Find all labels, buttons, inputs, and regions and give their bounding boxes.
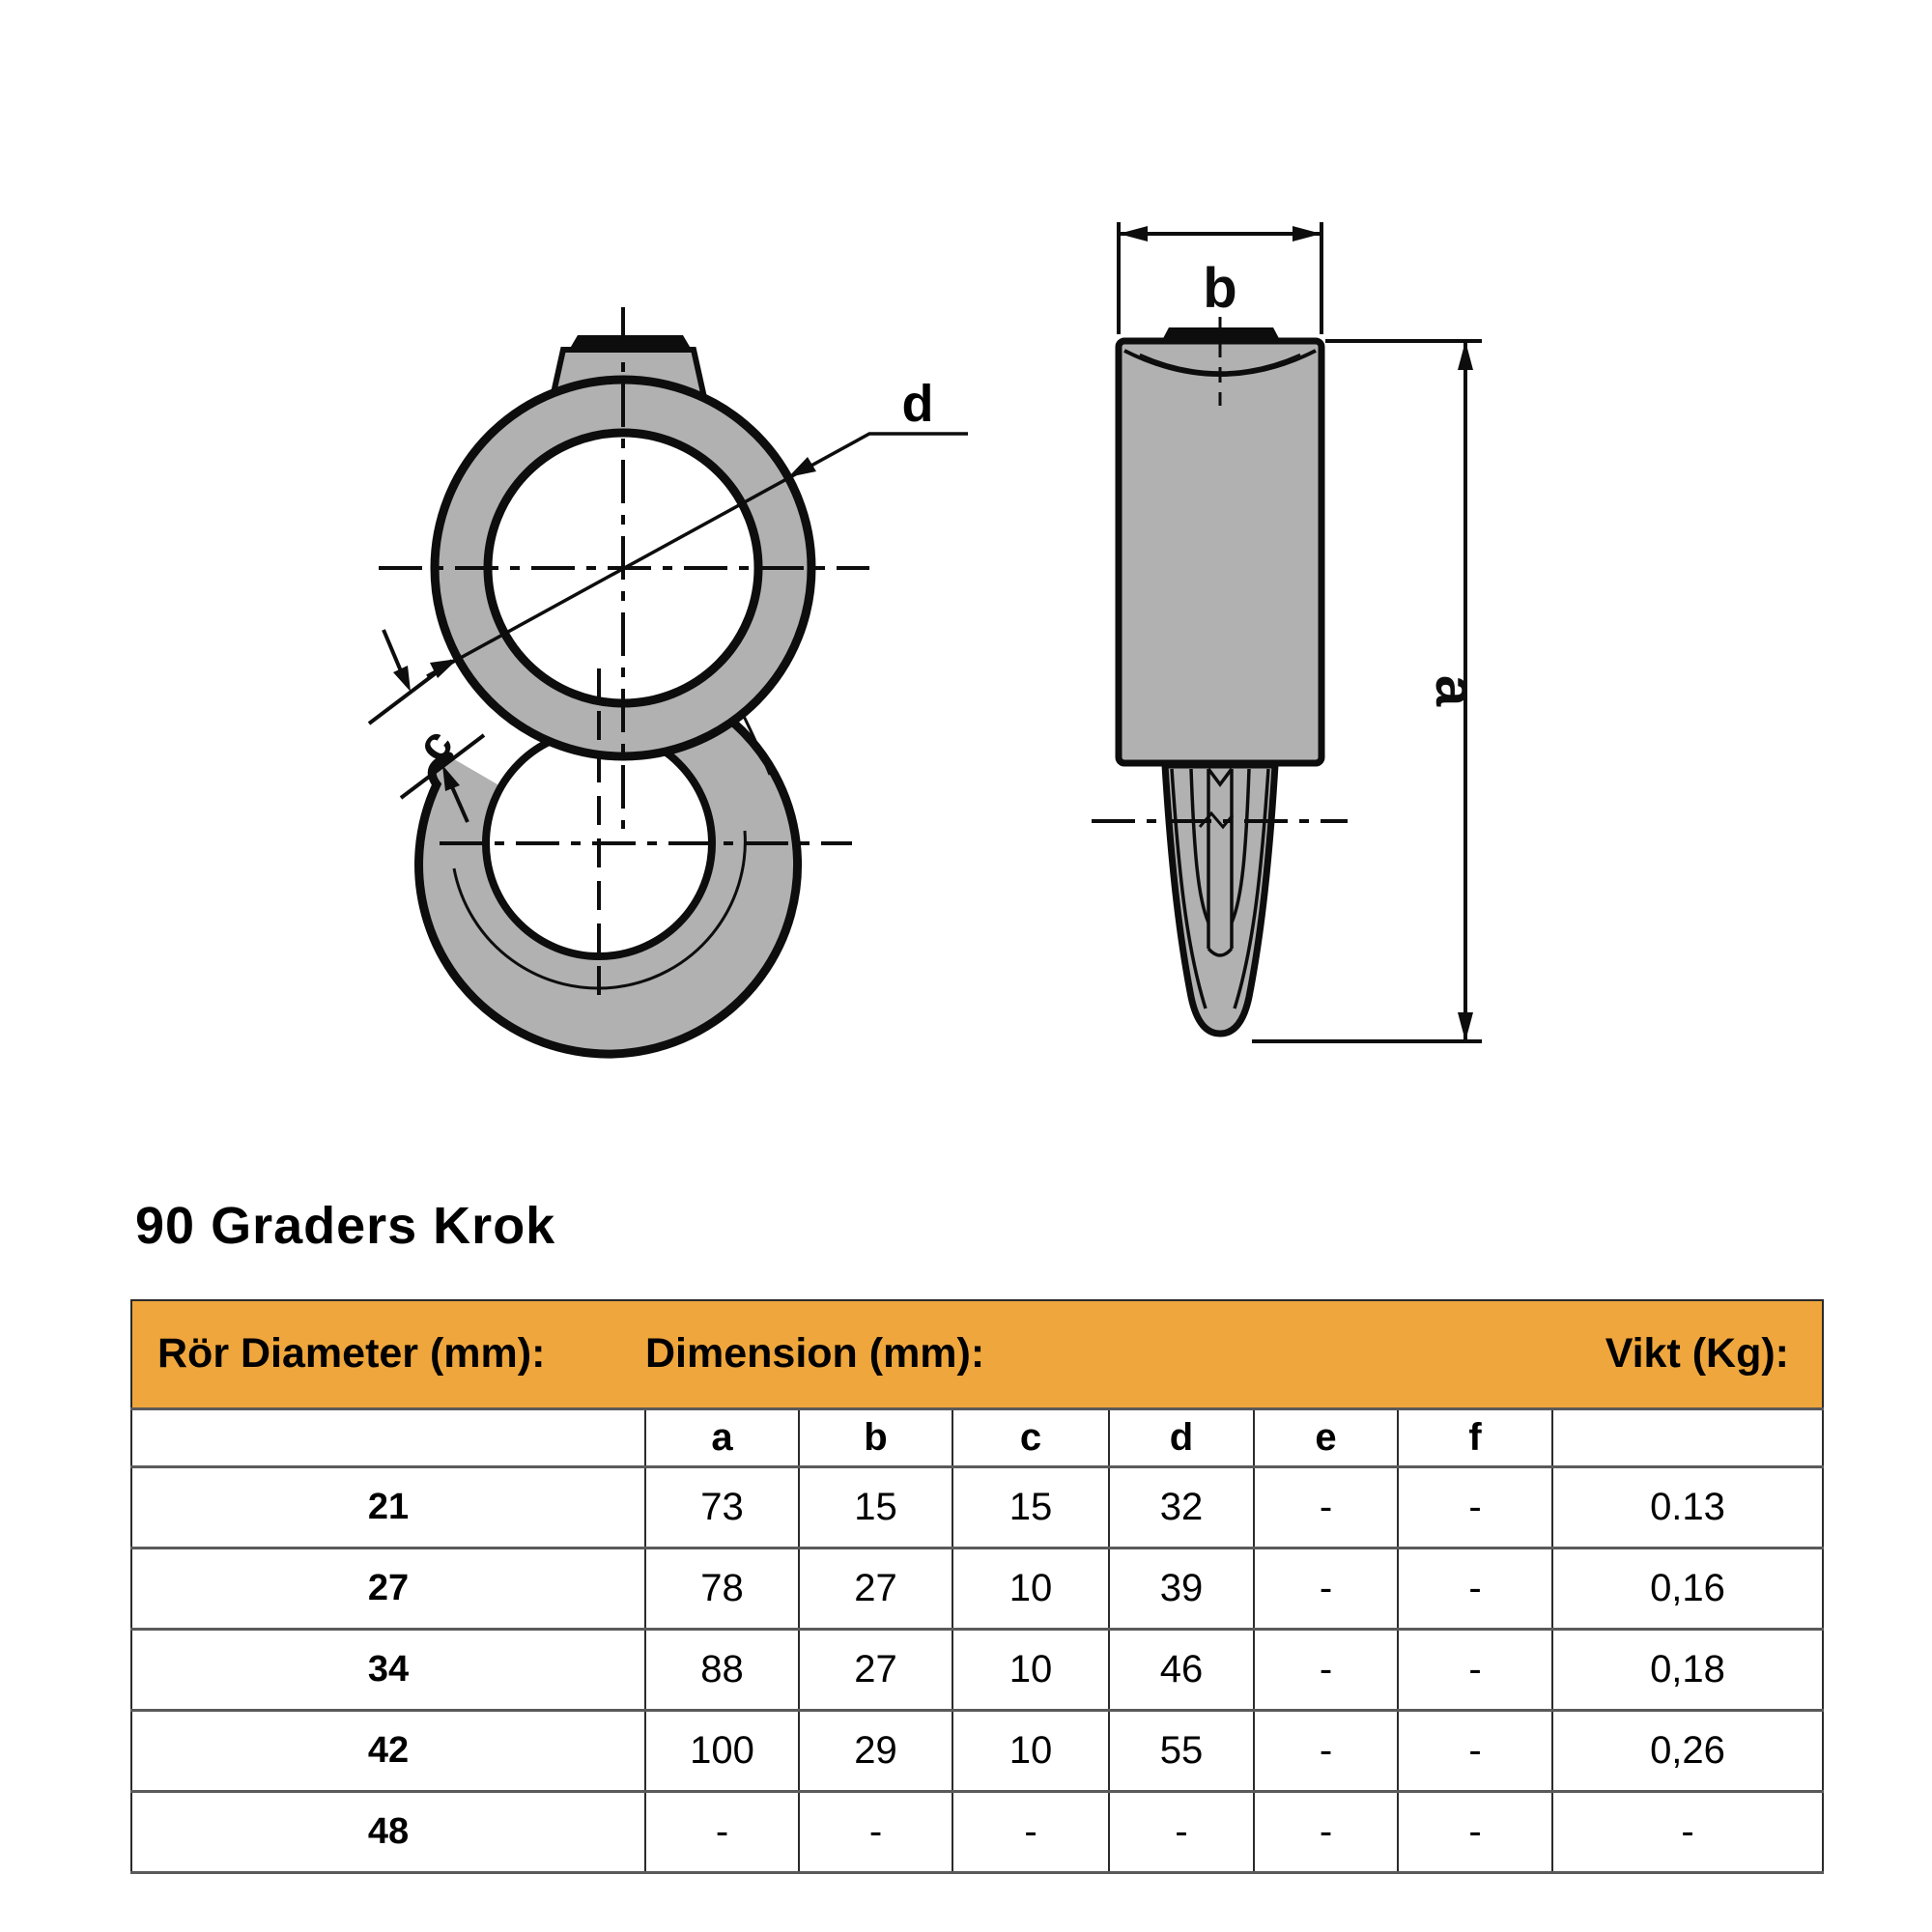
header-dimension: Dimension (mm):	[645, 1330, 985, 1378]
dimension-a: a	[1252, 339, 1487, 1043]
row-value-cell: -	[644, 1789, 800, 1874]
row-value-cell: 27	[798, 1627, 953, 1712]
front-cap-screw-band	[568, 335, 693, 352]
row-value-cell: -	[952, 1789, 1110, 1874]
a-arrow-top	[1458, 341, 1473, 370]
dim-label-a: a	[1424, 675, 1487, 707]
row-value-cell: -	[1397, 1464, 1553, 1549]
b-arrow-left	[1119, 226, 1148, 242]
row-value-cell: 0,18	[1551, 1627, 1824, 1712]
row-value-cell: -	[1253, 1789, 1399, 1874]
row-value-cell: -	[1397, 1546, 1553, 1631]
subheader-cell: a	[644, 1406, 800, 1468]
row-value-cell: -	[1397, 1708, 1553, 1793]
subheader-cell	[130, 1406, 646, 1468]
b-arrow-right	[1293, 226, 1321, 242]
row-value-cell: 0.13	[1551, 1464, 1824, 1549]
row-diameter-cell: 27	[130, 1546, 646, 1631]
subheader-cell	[1551, 1406, 1824, 1468]
header-weight: Vikt (Kg):	[1605, 1330, 1789, 1378]
row-value-cell: -	[1108, 1789, 1255, 1874]
row-value-cell: -	[1253, 1627, 1399, 1712]
row-value-cell: -	[1253, 1464, 1399, 1549]
side-cap-screw-band	[1161, 327, 1281, 342]
header-diameter: Rör Diameter (mm):	[157, 1330, 546, 1378]
c-extension-line-2	[399, 733, 486, 800]
row-value-cell: 27	[798, 1546, 953, 1631]
c-extension-line-1	[367, 659, 454, 725]
a-arrow-bottom	[1458, 1012, 1473, 1041]
table-header-row: Rör Diameter (mm): Dimension (mm): Vikt …	[131, 1300, 1823, 1408]
subheader-cell: b	[798, 1406, 953, 1468]
row-value-cell: 15	[952, 1464, 1110, 1549]
row-value-cell: 0,26	[1551, 1708, 1824, 1793]
row-value-cell: 55	[1108, 1708, 1255, 1793]
row-value-cell: 100	[644, 1708, 800, 1793]
row-value-cell: -	[1253, 1546, 1399, 1631]
row-value-cell: -	[1551, 1789, 1824, 1874]
subheader-cell: f	[1397, 1406, 1553, 1468]
row-diameter-cell: 34	[130, 1627, 646, 1712]
row-value-cell: 0,16	[1551, 1546, 1824, 1631]
c-arrow-upper	[393, 666, 411, 692]
dim-label-d: d	[902, 375, 934, 433]
spec-table: Rör Diameter (mm): Dimension (mm): Vikt …	[130, 1299, 1824, 1874]
row-diameter-cell: 42	[130, 1708, 646, 1793]
side-prong-details	[1170, 767, 1270, 1009]
row-value-cell: -	[1397, 1627, 1553, 1712]
hook-outer-edge	[414, 717, 802, 1059]
row-value-cell: 10	[952, 1708, 1110, 1793]
row-value-cell: -	[798, 1789, 953, 1874]
row-value-cell: 29	[798, 1708, 953, 1793]
row-value-cell: 78	[644, 1546, 800, 1631]
row-value-cell: 10	[952, 1546, 1110, 1631]
d-arrow-upper	[788, 457, 816, 477]
row-value-cell: 39	[1108, 1546, 1255, 1631]
side-prong	[1161, 761, 1279, 1037]
subheader-cell: d	[1108, 1406, 1255, 1468]
dimension-b: b	[1117, 222, 1323, 334]
row-value-cell: 88	[644, 1627, 800, 1712]
front-view: d c	[367, 307, 968, 1059]
side-centerline-break	[1198, 810, 1235, 830]
row-value-cell: 73	[644, 1464, 800, 1549]
subheader-cell: c	[952, 1406, 1110, 1468]
side-view: b a	[1092, 222, 1487, 1043]
row-value-cell: 32	[1108, 1464, 1255, 1549]
row-value-cell: 10	[952, 1627, 1110, 1712]
row-value-cell: -	[1397, 1789, 1553, 1874]
hook-fillet-line	[452, 830, 747, 990]
subheader-cell: e	[1253, 1406, 1399, 1468]
page-title: 90 Graders Krok	[135, 1197, 556, 1255]
dim-label-b: b	[1203, 257, 1236, 320]
row-diameter-cell: 21	[130, 1464, 646, 1549]
dimension-c: c	[367, 629, 486, 823]
technical-drawing: d c	[367, 222, 1487, 1059]
row-value-cell: -	[1253, 1708, 1399, 1793]
row-value-cell: 46	[1108, 1627, 1255, 1712]
c-arrow-lower	[442, 765, 460, 791]
row-diameter-cell: 48	[130, 1789, 646, 1874]
row-value-cell: 15	[798, 1464, 953, 1549]
table-row: 48-------	[130, 1789, 1824, 1874]
